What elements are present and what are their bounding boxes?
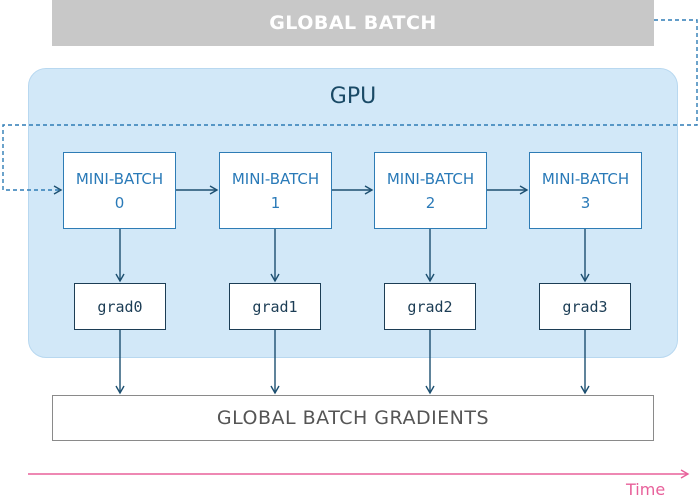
mini-batch-3: MINI-BATCH 3	[529, 152, 642, 229]
mini-batch-index: 3	[580, 193, 591, 212]
global-gradients-box: GLOBAL BATCH GRADIENTS	[52, 395, 654, 441]
grad-box-0: grad0	[74, 283, 166, 330]
time-axis-label: Time	[626, 480, 666, 499]
mini-batch-title: MINI-BATCH	[231, 169, 320, 188]
global-batch-label: GLOBAL BATCH	[269, 12, 437, 34]
mini-batch-1: MINI-BATCH 1	[219, 152, 332, 229]
mini-batch-title: MINI-BATCH	[75, 169, 164, 188]
gpu-label: GPU	[329, 84, 377, 109]
mini-batch-2: MINI-BATCH 2	[374, 152, 487, 229]
mini-batch-0: MINI-BATCH 0	[63, 152, 176, 229]
grad-box-1: grad1	[229, 283, 321, 330]
global-gradients-label: GLOBAL BATCH GRADIENTS	[216, 407, 490, 429]
grad-box-3: grad3	[539, 283, 631, 330]
mini-batch-index: 1	[270, 193, 281, 212]
mini-batch-index: 0	[114, 193, 125, 212]
global-batch-feed-arrow	[2, 19, 698, 195]
mini-batch-title: MINI-BATCH	[386, 169, 475, 188]
mini-batch-title: MINI-BATCH	[541, 169, 630, 188]
global-batch-box: GLOBAL BATCH	[52, 0, 654, 46]
mini-batch-index: 2	[425, 193, 436, 212]
grad-box-2: grad2	[384, 283, 476, 330]
